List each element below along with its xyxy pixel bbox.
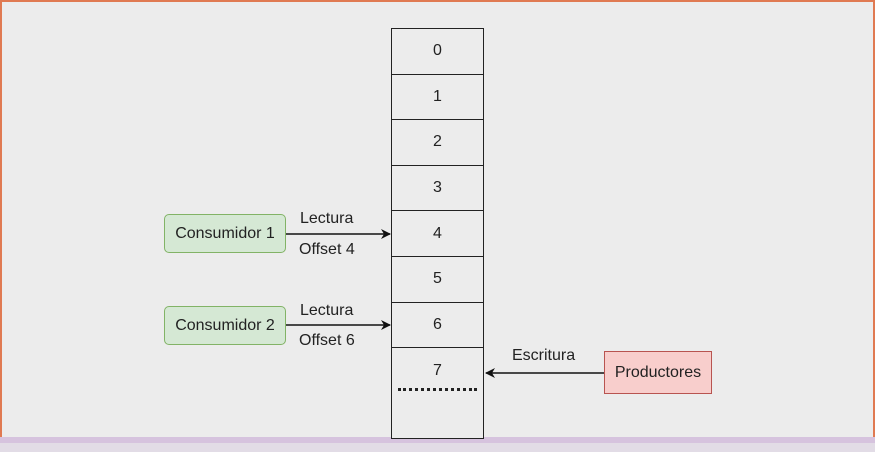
- log-cell-1: 1: [392, 75, 483, 121]
- consumer-1-action-label: Lectura: [300, 210, 354, 227]
- producer-action-label: Escritura: [512, 347, 576, 364]
- log-continuation-dots: [398, 388, 477, 392]
- log-cell-3: 3: [392, 166, 483, 212]
- log-cell-7: 7: [392, 348, 483, 393]
- bottom-scrollbar-strip: [0, 437, 875, 452]
- log-cell-5: 5: [392, 257, 483, 303]
- consumer-1-node[interactable]: Consumidor 1: [164, 214, 286, 253]
- partition-log: 0 1 2 3 4 5 6 7: [391, 28, 484, 440]
- log-cell-6: 6: [392, 303, 483, 349]
- producer-label: Productores: [614, 363, 702, 381]
- log-cell-2: 2: [392, 120, 483, 166]
- consumer-2-offset-label: Offset 6: [299, 332, 355, 349]
- log-cell-tail: [392, 393, 483, 440]
- consumer-2-action-label: Lectura: [300, 302, 354, 319]
- consumer-1-offset-label: Offset 4: [299, 241, 355, 258]
- log-cell-4: 4: [392, 211, 483, 257]
- consumer-2-node[interactable]: Consumidor 2: [164, 306, 286, 345]
- consumer-2-label: Consumidor 2: [175, 316, 275, 334]
- consumer-1-label: Consumidor 1: [175, 224, 275, 242]
- producer-node[interactable]: Productores: [604, 351, 712, 394]
- log-cell-7-label: 7: [433, 362, 442, 380]
- log-cell-0: 0: [392, 29, 483, 75]
